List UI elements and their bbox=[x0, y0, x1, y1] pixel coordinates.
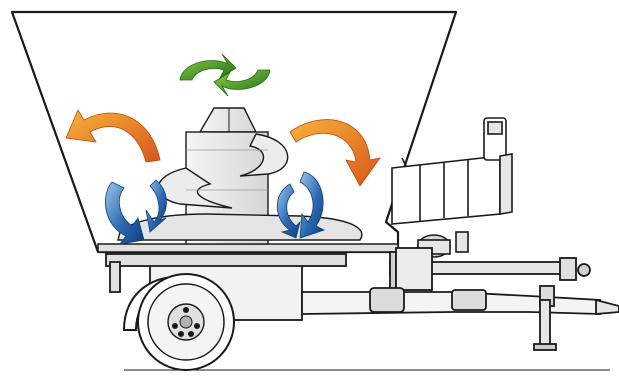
jack-stand bbox=[540, 300, 550, 346]
tub-floor bbox=[98, 244, 398, 252]
drawbar bbox=[302, 292, 600, 314]
wheel bbox=[124, 274, 234, 370]
hitch bbox=[596, 300, 619, 314]
